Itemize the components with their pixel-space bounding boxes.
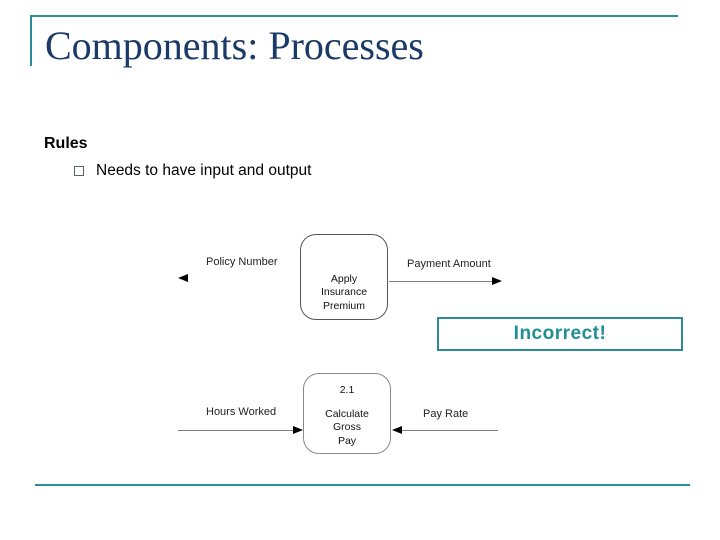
square-bullet-icon: [74, 166, 84, 176]
arrowhead-right-icon: [293, 426, 303, 434]
incorrect-callout-text: Incorrect!: [513, 323, 607, 344]
arrowhead-left-icon: [178, 274, 188, 282]
process-name-line: Insurance: [320, 286, 368, 298]
process-name-line: Apply: [330, 272, 358, 285]
slide-title: Components: Processes: [45, 23, 424, 68]
flow-label-pay-rate: Pay Rate: [423, 408, 469, 420]
process-name-line: Calculate: [325, 407, 369, 420]
process-name-line: Pay: [337, 434, 357, 447]
flow-label-payment-amount: Payment Amount: [407, 258, 491, 270]
process-name-line: Premium: [322, 299, 365, 312]
bullet-text: Needs to have input and output: [96, 162, 312, 179]
process-name-line: Gross: [332, 421, 361, 433]
top-accent-rule: [30, 15, 678, 17]
flow-line-hours-worked: [178, 430, 295, 431]
process-name: Calculate Gross Pay: [325, 408, 369, 449]
process-box-calculate-gross-pay: 2.1 Calculate Gross Pay: [303, 373, 391, 454]
flow-line-payment-amount: [389, 281, 493, 282]
process-box-apply-insurance-premium: Apply Insurance Premium: [300, 234, 388, 320]
flow-label-policy-number: Policy Number: [206, 256, 278, 268]
flow-line-pay-rate: [401, 430, 498, 431]
bullet-item: Needs to have input and output: [74, 162, 311, 180]
title-accent-vline: [30, 15, 32, 66]
incorrect-callout: Incorrect!: [437, 317, 683, 351]
flow-label-hours-worked: Hours Worked: [206, 406, 277, 418]
arrowhead-left-icon: [392, 426, 402, 434]
arrowhead-right-icon: [492, 277, 502, 285]
process-id: 2.1: [339, 384, 355, 396]
rules-heading: Rules: [44, 135, 88, 152]
bottom-accent-rule: [35, 484, 690, 486]
